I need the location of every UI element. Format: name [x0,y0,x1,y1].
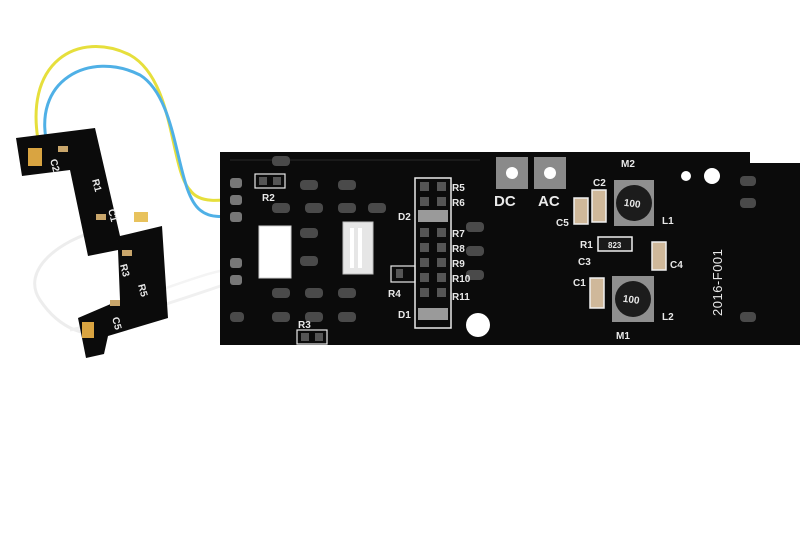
label-m1: M1 [616,331,630,342]
inductor-bottom: 100 [612,276,654,322]
diode-d2 [418,210,448,222]
resistor-r1 [597,236,633,252]
label-dc: DC [494,193,516,210]
mounting-hole [466,313,490,337]
wire-pads [230,178,242,285]
label-r4: R4 [388,289,401,300]
label-r3: R3 [298,320,311,331]
label-d2: D2 [398,212,411,223]
small-board-label: C2 [47,158,61,174]
label-c3: C3 [578,257,591,268]
led-component [82,322,94,338]
label-r1: R1 [580,240,593,251]
blue-wire [43,64,239,218]
small-board-label: R5 [135,283,149,299]
label-d1: D1 [398,310,411,321]
small-board-label: R3 [117,263,131,279]
power-input-pads [496,157,566,189]
smd-part [134,212,148,222]
label-r6: R6 [452,198,465,209]
small-board-label: C5 [109,316,123,332]
board-id: 2016-F001 [710,249,725,316]
small-board-label: C1 [105,208,119,224]
label-c1: C1 [573,278,586,289]
via-hole [681,171,691,181]
small-board-outline [16,128,168,358]
board-cutout [258,225,292,279]
label-r5: R5 [452,183,465,194]
smd-part [110,300,120,306]
label-r11: R11 [452,292,470,303]
smd-part [58,146,68,152]
label-l1: L1 [662,216,674,227]
label-c2: C2 [593,178,606,189]
svg-text:823: 823 [608,241,622,250]
small-board-label: R1 [89,178,103,194]
smd-part [122,250,132,256]
label-r8: R8 [452,244,465,255]
smd-part [96,214,106,220]
label-c5: C5 [556,218,569,229]
inductor-top: 100 [614,180,654,226]
label-l2: L2 [662,312,674,323]
main-pcb: 823 100 100 R2 R3 R4 R5 R6 R7 R8 R9 R10 … [220,152,800,345]
small-led-board: C2 R1 C1 R3 R5 C5 [16,128,168,358]
main-board-outline [220,152,800,345]
white-connector [342,221,374,275]
yellow-wire [34,45,239,202]
label-m2: M2 [621,159,635,170]
svg-text:100: 100 [623,198,641,211]
label-ac: AC [538,193,560,210]
svg-text:100: 100 [622,294,640,307]
label-r7: R7 [452,229,465,240]
resistor-array [414,177,452,329]
via-hole [704,168,720,184]
label-r9: R9 [452,259,465,270]
label-r2: R2 [262,193,275,204]
label-c4: C4 [670,260,683,271]
solder-pads [230,156,484,322]
diode-d1 [418,308,448,320]
led-component [28,148,42,166]
capacitors [573,189,667,309]
label-r10: R10 [452,274,471,285]
